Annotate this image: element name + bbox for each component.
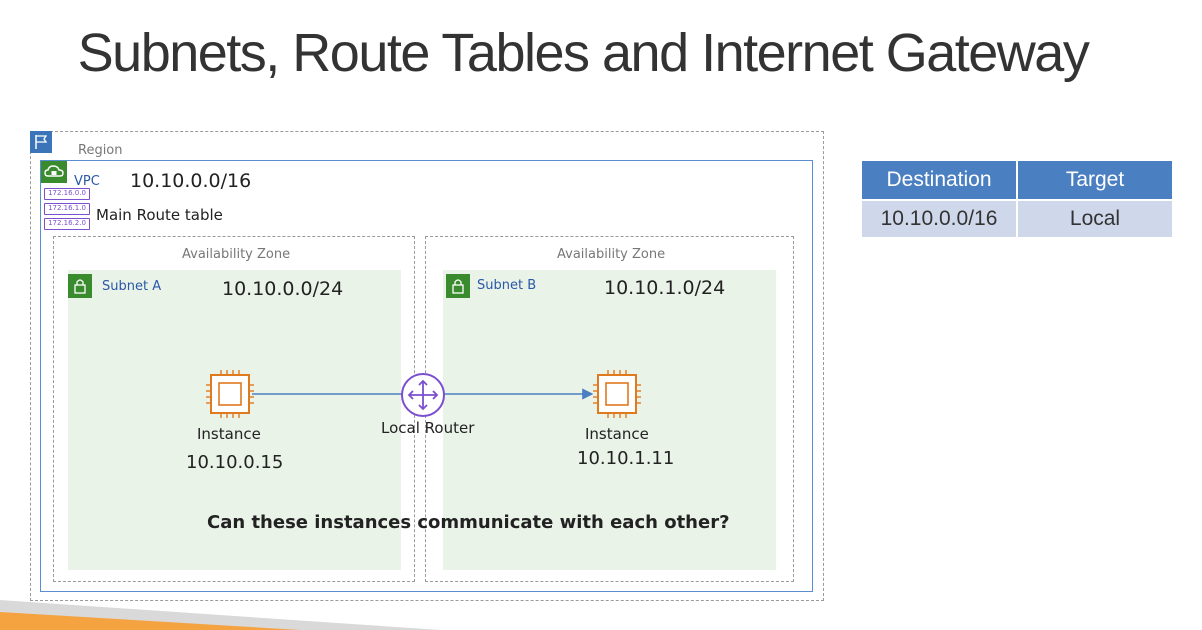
ec2-chip-icon: [593, 370, 641, 418]
instance-b-label: Instance: [585, 425, 649, 443]
subnet-b-label: Subnet B: [477, 278, 537, 293]
region-label: Region: [78, 143, 123, 158]
route-table-chip: 172.16.0.0: [44, 188, 90, 200]
route-table: Destination Target 10.10.0.0/16 Local: [862, 161, 1174, 237]
region-boundary: [30, 131, 824, 601]
lock-icon: [68, 274, 92, 298]
route-destination-cell: 10.10.0.0/16: [862, 200, 1018, 237]
subnet-a-cidr: 10.10.0.0/24: [222, 278, 344, 300]
az-label-a: Availability Zone: [182, 247, 291, 262]
instance-a-ip: 10.10.0.15: [186, 452, 284, 473]
az-label-b: Availability Zone: [557, 247, 666, 262]
subnet-a-label: Subnet A: [102, 279, 162, 294]
vpc-label: VPC: [74, 174, 100, 189]
route-table-chip: 172.16.2.0: [44, 218, 90, 230]
column-header-target: Target: [1017, 161, 1174, 201]
vpc-cidr: 10.10.0.0/16: [130, 170, 252, 192]
flag-icon: [30, 131, 52, 153]
subnet-a: [68, 270, 401, 570]
instance-a-label: Instance: [197, 425, 261, 443]
slide-title: Subnets, Route Tables and Internet Gatew…: [77, 23, 1090, 83]
main-route-table-label: Main Route table: [96, 206, 223, 224]
local-router-label: Local Router: [381, 419, 475, 437]
vpc-boundary: [40, 160, 813, 592]
instance-b-ip: 10.10.1.11: [577, 448, 675, 469]
route-table-icon: 172.16.0.0 172.16.1.0 172.16.2.0: [44, 188, 90, 232]
table-row: 10.10.0.0/16 Local: [862, 200, 1174, 237]
route-target-cell: Local: [1017, 200, 1174, 237]
route-table-header-row: Destination Target: [862, 161, 1174, 201]
column-header-destination: Destination: [862, 161, 1018, 201]
router-icon: [401, 373, 445, 417]
lock-icon: [446, 274, 470, 298]
route-table-chip: 172.16.1.0: [44, 203, 90, 215]
ec2-chip-icon: [206, 370, 254, 418]
subnet-b: [443, 270, 776, 570]
question-text: Can these instances communicate with eac…: [207, 512, 730, 533]
cloud-lock-icon: [41, 161, 67, 183]
subnet-b-cidr: 10.10.1.0/24: [604, 277, 726, 299]
